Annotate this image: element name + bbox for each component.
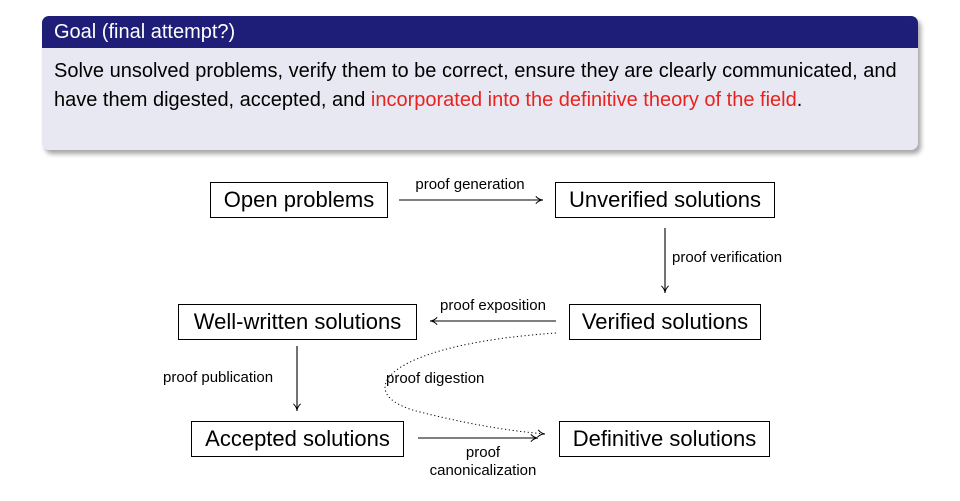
node-accepted-solutions: Accepted solutions [191,421,404,457]
label-proof-canonicalization-1: proof [465,444,501,461]
label-proof-publication: proof publication [163,369,274,386]
goal-text: Solve unsolved problems, verify them to … [42,48,918,115]
goal-block: Goal (final attempt?) Solve unsolved pro… [42,16,918,150]
goal-title: Goal (final attempt?) [42,16,918,48]
label-proof-verification: proof verification [672,249,783,266]
label-proof-exposition: proof exposition [440,297,546,314]
node-open-problems: Open problems [210,182,388,218]
label-proof-generation: proof generation [415,176,525,193]
label-proof-digestion: proof digestion [386,370,485,387]
goal-text-highlight: incorporated into the definitive theory … [370,89,797,111]
goal-text-main: Solve unsolved problems, verify them to … [54,60,897,111]
node-verified-solutions: Verified solutions [569,304,761,340]
node-well-written-solutions: Well-written solutions [178,304,417,340]
goal-text-end: . [796,89,803,111]
node-definitive-solutions: Definitive solutions [559,421,770,457]
label-proof-canonicalization-2: canonicalization [429,462,537,479]
edge-digestion [384,332,557,438]
node-unverified-solutions: Unverified solutions [555,182,775,218]
